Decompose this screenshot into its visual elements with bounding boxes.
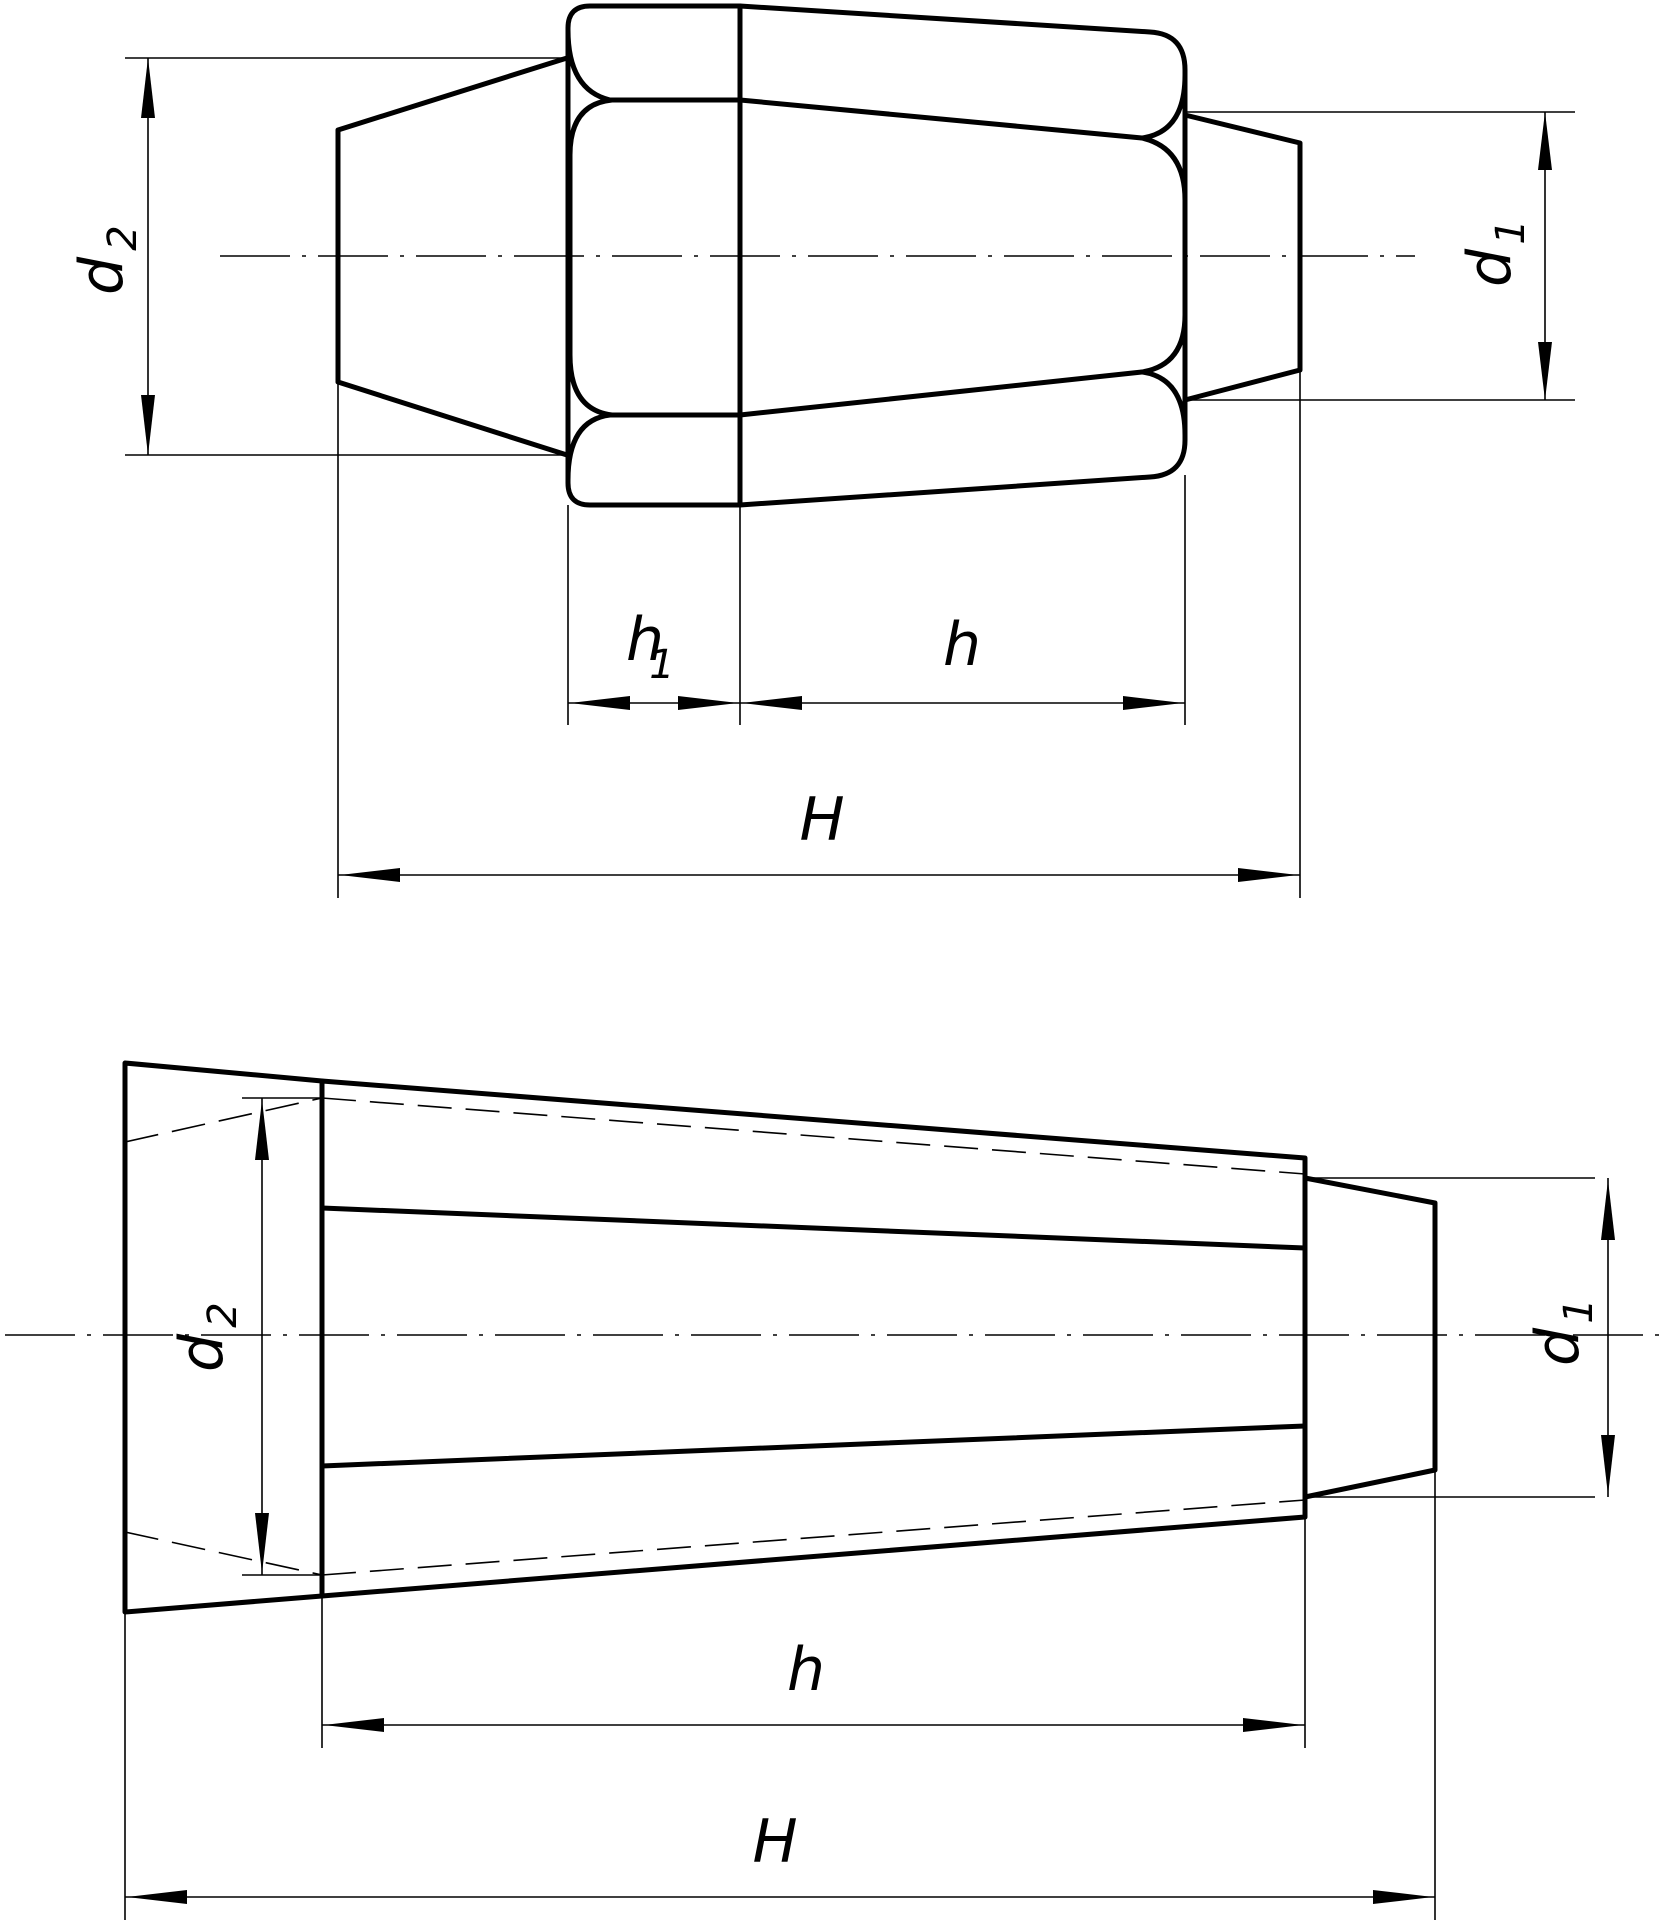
top-H-label: H [799,785,844,855]
bottom-hidden-flange-lower [124,1531,323,1576]
bottom-view: d 2 d 1 h H [5,1060,1665,1920]
top-h-arrow-right [1123,696,1183,710]
top-H-arrow-left [340,868,400,882]
top-facet-middle-right-arc [1139,135,1188,375]
top-d2-label: d 2 [67,225,146,295]
bottom-H-label: H [752,1807,797,1877]
top-facet-upper-edge [565,27,1145,141]
bottom-d1-arrow-lower [1601,1435,1615,1495]
bottom-left-flange [122,1060,325,1615]
bottom-right-tip [1302,1175,1438,1500]
top-d1-label: d 1 [1455,219,1534,287]
top-facet-upper-right-arc [1139,72,1188,141]
svg-text:1: 1 [649,642,674,688]
top-h1-label: h 1 [626,605,675,688]
svg-text:1: 1 [1488,219,1534,244]
bottom-H-arrow-right [1373,1890,1433,1904]
top-h1-arrow-right [678,696,738,710]
svg-text:1: 1 [1556,1298,1602,1323]
top-body-outline [565,3,1188,508]
bottom-d2-arrow-lower [255,1513,269,1573]
top-left-cone [335,55,570,458]
bottom-d1-arrow-upper [1601,1180,1615,1240]
top-facet-lower-right-arc [1139,369,1188,438]
svg-text:d: d [1523,1327,1593,1366]
bottom-hidden-flange-upper [124,1097,323,1143]
svg-text:d: d [167,1333,237,1372]
bottom-d2-arrow-upper [255,1100,269,1160]
svg-text:2: 2 [100,225,146,250]
bottom-d2-label: d 2 [167,1302,246,1372]
svg-text:2: 2 [200,1302,246,1327]
svg-text:h: h [626,605,664,675]
top-view: d 2 d 1 h 1 h H [67,3,1575,898]
bottom-hidden-edge-lower [321,1499,1306,1576]
top-h-label: h [943,610,981,680]
top-facet-lower-edge [565,369,1145,483]
bottom-H-arrow-left [127,1890,187,1904]
top-H-arrow-right [1238,868,1298,882]
svg-text:d: d [67,256,137,295]
bottom-h-label: h [787,1635,825,1705]
top-d1-arrow-upper [1538,112,1552,170]
top-d2-arrow-lower [141,395,155,455]
top-d1-arrow-lower [1538,342,1552,400]
top-h-arrow-left [742,696,802,710]
bottom-d1-label: d 1 [1523,1298,1602,1366]
top-d2-arrow-upper [141,58,155,118]
bottom-body-outline [319,1078,1308,1599]
bottom-facet-line-upper [319,1205,1308,1251]
bottom-hidden-edge-upper [321,1097,1306,1175]
bottom-facet-line-lower [319,1423,1308,1469]
top-h1-arrow-left [570,696,630,710]
bottom-h-arrow-right [1243,1718,1303,1732]
svg-text:d: d [1455,248,1525,287]
top-facet-middle-left-arc [567,97,615,418]
bottom-h-arrow-left [324,1718,384,1732]
top-right-cone [1182,112,1303,403]
